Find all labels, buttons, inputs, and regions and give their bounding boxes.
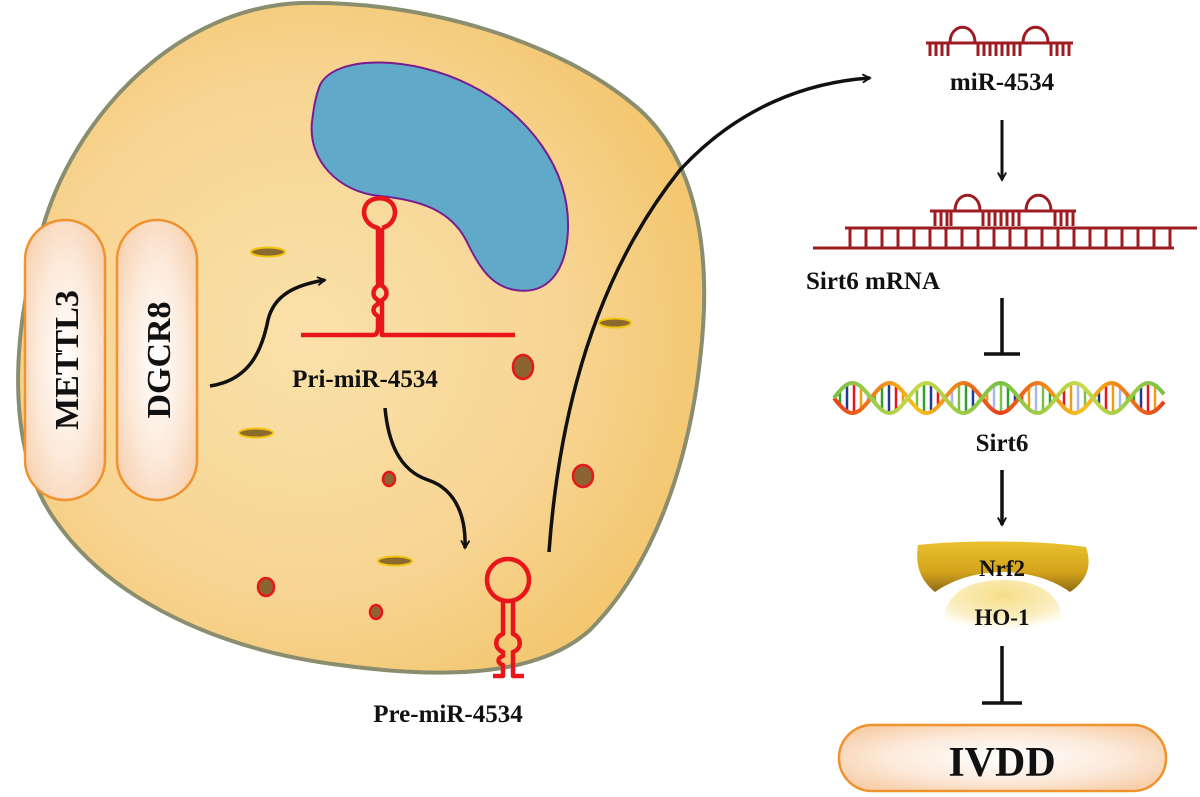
enzyme-label: DGCR8 bbox=[141, 301, 178, 418]
ho1-shape bbox=[944, 580, 1062, 630]
dna-helix-icon bbox=[832, 380, 1166, 416]
enzyme-label: METTL3 bbox=[49, 290, 86, 430]
enzyme-dgcr8: DGCR8 bbox=[115, 218, 199, 502]
arrow-enzymes-to-pri bbox=[209, 280, 325, 388]
outcome-ivdd: IVDD bbox=[837, 723, 1168, 793]
organelles-mitochondria bbox=[238, 246, 632, 567]
pri-mirna-label: Pri-miR-4534 bbox=[292, 366, 438, 393]
mirna-label: miR-4534 bbox=[950, 69, 1055, 96]
arrow-pre-to-mature bbox=[547, 78, 870, 553]
nucleus bbox=[310, 61, 570, 292]
arrow-pri-to-pre bbox=[383, 407, 465, 548]
mrna-duplex-glyph bbox=[813, 193, 1197, 250]
mirna-glyph bbox=[926, 25, 1073, 56]
inhibit-nrf2-to-ivdd bbox=[982, 646, 1022, 705]
inhibit-mrna-to-sirt6 bbox=[984, 298, 1020, 356]
pri-mirna-hairpin bbox=[301, 196, 515, 338]
enzyme-mettl3: METTL3 bbox=[23, 218, 107, 502]
nrf2-shape bbox=[917, 541, 1089, 592]
nrf2-label: Nrf2 bbox=[979, 556, 1025, 581]
organelles-vesicles bbox=[256, 353, 595, 621]
gene-label: Sirt6 bbox=[976, 430, 1029, 457]
mrna-label: Sirt6 mRNA bbox=[806, 268, 940, 295]
outcome-label: IVDD bbox=[948, 740, 1055, 786]
dna-strand bbox=[832, 380, 1166, 416]
dna-strand bbox=[832, 380, 1166, 416]
pre-mirna-label: Pre-miR-4534 bbox=[373, 701, 523, 728]
protein-complex: Nrf2 HO-1 bbox=[917, 541, 1089, 630]
pre-mirna-hairpin bbox=[484, 556, 532, 679]
ho1-label: HO-1 bbox=[975, 605, 1030, 630]
